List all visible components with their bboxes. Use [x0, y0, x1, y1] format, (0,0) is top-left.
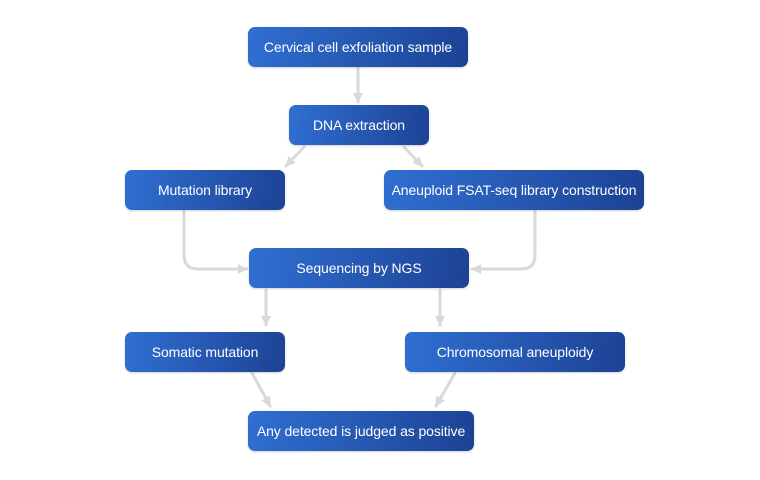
- arrow-mutation-library-to-sequencing: [182, 209, 249, 274]
- arrow-extraction-to-mutation-library: [284, 145, 306, 168]
- node-aneuploid-library: Aneuploid FSAT-seq library construction: [384, 170, 644, 210]
- arrow-aneuploid-library-to-sequencing: [470, 209, 537, 274]
- node-mutation-library: Mutation library: [125, 170, 285, 210]
- arrow-chromosomal-aneuploidy-to-result: [434, 371, 457, 408]
- node-chromosomal-aneuploidy: Chromosomal aneuploidy: [405, 332, 625, 372]
- node-sequencing-ngs: Sequencing by NGS: [249, 248, 469, 288]
- arrow-somatic-mutation-to-result: [250, 371, 272, 408]
- arrow-extraction-to-aneuploid-library: [402, 145, 424, 168]
- node-positive-result: Any detected is judged as positive: [248, 411, 474, 451]
- node-dna-extraction: DNA extraction: [289, 105, 429, 145]
- node-cervical-sample: Cervical cell exfoliation sample: [248, 27, 468, 67]
- node-somatic-mutation: Somatic mutation: [125, 332, 285, 372]
